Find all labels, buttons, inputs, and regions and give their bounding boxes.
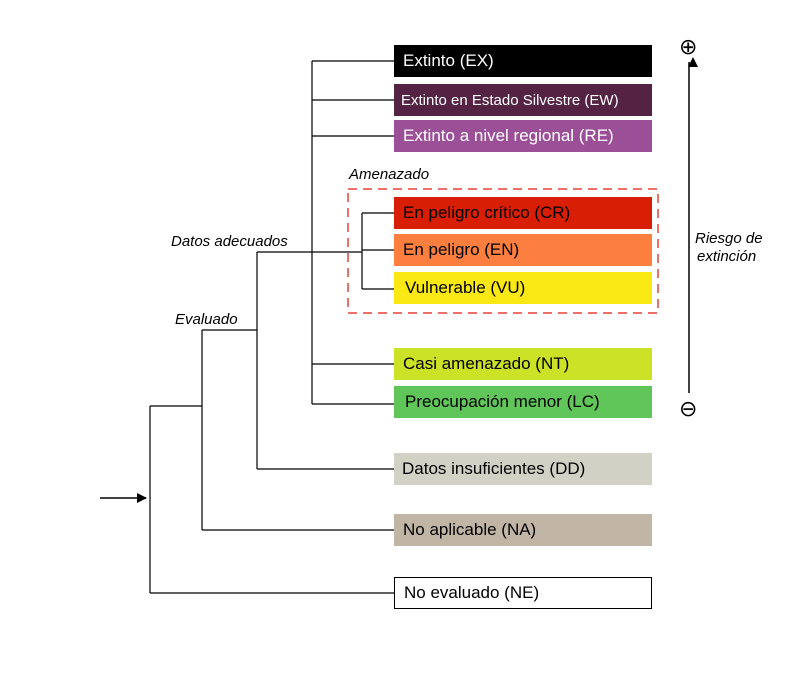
category-extinct-in-wild-label: Extinto en Estado Silvestre (EW) [401,91,619,109]
category-vulnerable-label: Vulnerable (VU) [405,278,526,297]
category-vulnerable: Vulnerable (VU) [394,272,652,304]
group-label-adequate-data: Datos adecuados [171,233,288,250]
category-least-concern: Preocupación menor (LC) [394,386,652,418]
category-regionally-extinct-label: Extinto a nivel regional (RE) [403,126,614,145]
category-not-evaluated: No evaluado (NE) [394,577,652,609]
category-endangered-label: En peligro (EN) [403,240,520,259]
plus-icon: ⊕ [679,34,698,59]
category-data-deficient-label: Datos insuficientes (DD) [402,459,586,478]
category-critically-endangered-label: En peligro crítico (CR) [403,203,571,222]
category-regionally-extinct: Extinto a nivel regional (RE) [394,120,652,152]
group-label-evaluated: Evaluado [175,311,238,328]
category-extinct-label: Extinto (EX) [403,51,494,70]
category-data-deficient: Datos insuficientes (DD) [394,453,652,485]
group-label-threatened: Amenazado [349,166,430,183]
category-extinct: Extinto (EX) [394,45,652,77]
category-not-applicable-label: No aplicable (NA) [403,520,537,539]
category-near-threatened-label: Casi amenazado (NT) [403,354,570,373]
risk-axis-label-line2: extinción [697,248,757,265]
risk-axis-label-line1: Riesgo de [695,230,763,247]
minus-icon: ⊖ [679,396,698,421]
category-endangered: En peligro (EN) [394,234,652,266]
tree-lines [149,60,394,594]
category-critically-endangered: En peligro crítico (CR) [394,197,652,229]
category-not-evaluated-label: No evaluado (NE) [404,583,540,602]
category-near-threatened: Casi amenazado (NT) [394,348,652,380]
threatened-group-box [347,188,659,314]
category-least-concern-label: Preocupación menor (LC) [405,392,600,411]
category-not-applicable: No aplicable (NA) [394,514,652,546]
category-extinct-in-wild: Extinto en Estado Silvestre (EW) [394,84,652,116]
